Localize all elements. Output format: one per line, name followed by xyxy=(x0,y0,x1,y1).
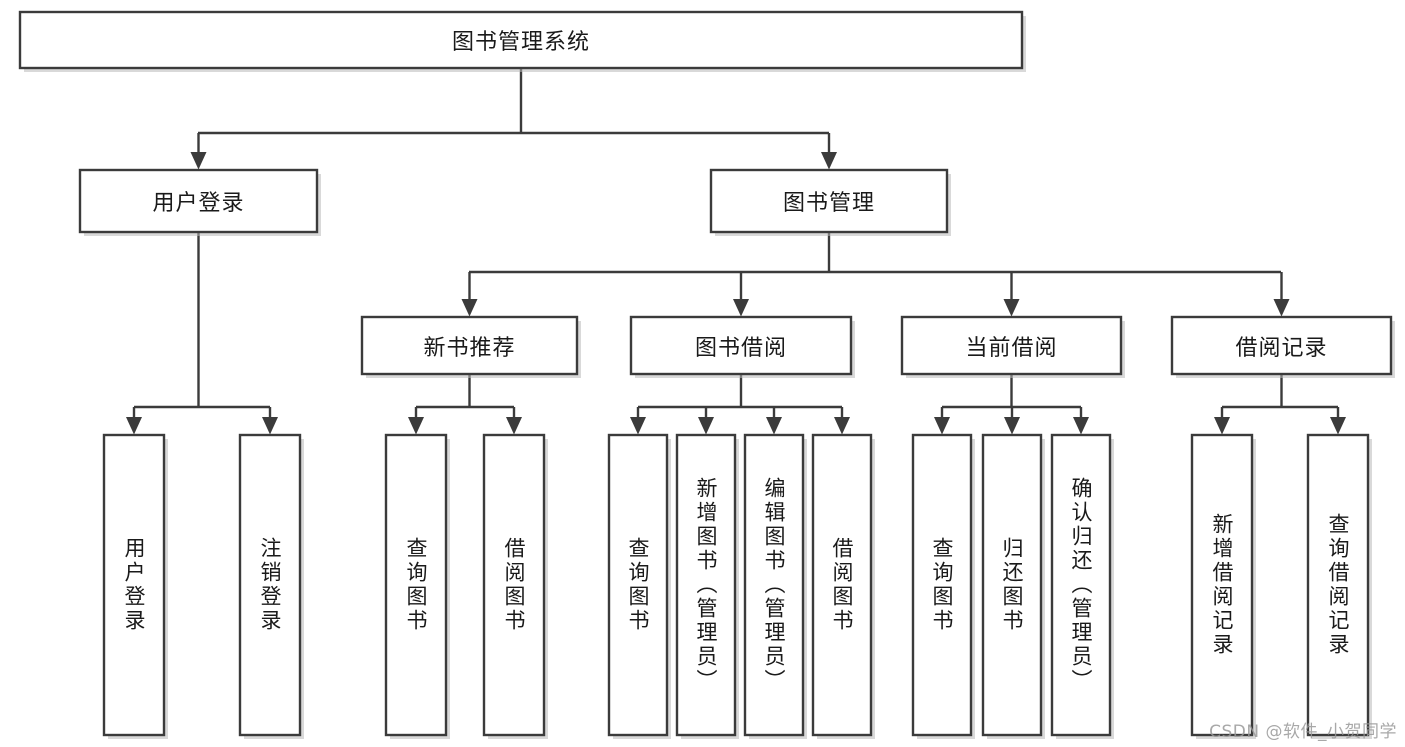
node-box-l3-rec-1[interactable] xyxy=(1190,433,1254,737)
node-box-l2-newbook[interactable] xyxy=(360,315,579,376)
arrow-head-l2-newbook xyxy=(461,299,478,317)
node-box-l1-login[interactable] xyxy=(78,168,319,234)
node-box-l3-login-1[interactable] xyxy=(102,433,166,737)
arrow-head-l3-bor-4 xyxy=(834,417,850,435)
node-box-l2-record[interactable] xyxy=(1170,315,1393,376)
arrow-head-l1-login xyxy=(190,152,207,170)
arrow-head-l3-new-2 xyxy=(506,417,522,435)
node-box-l3-bor-2[interactable] xyxy=(675,433,737,737)
arrow-head-l3-bor-3 xyxy=(766,417,782,435)
node-box-l2-current[interactable] xyxy=(900,315,1123,376)
arrow-head-l2-record xyxy=(1273,299,1290,317)
node-box-l3-rec-2[interactable] xyxy=(1306,433,1370,737)
arrow-head-l2-current xyxy=(1003,299,1020,317)
arrow-head-l3-login-1 xyxy=(126,417,142,435)
node-box-l3-cur-1[interactable] xyxy=(911,433,973,737)
arrow-head-l3-rec-2 xyxy=(1330,417,1346,435)
arrow-head-l1-book xyxy=(821,152,837,170)
watermark: CSDN @软件_小贺同学 xyxy=(1209,722,1397,742)
node-box-l3-bor-1[interactable] xyxy=(607,433,669,737)
arrow-head-l2-borrow xyxy=(733,299,749,317)
arrow-head-l3-cur-2 xyxy=(1004,417,1020,435)
arrow-head-l3-bor-1 xyxy=(630,417,646,435)
node-box-l3-bor-4[interactable] xyxy=(811,433,873,737)
node-box-l3-login-2[interactable] xyxy=(238,433,302,737)
node-boxes-layer xyxy=(18,10,1393,737)
node-box-l2-borrow[interactable] xyxy=(629,315,853,376)
arrow-head-l3-new-1 xyxy=(408,417,424,435)
node-box-root[interactable] xyxy=(18,10,1024,70)
node-box-l1-book[interactable] xyxy=(709,168,949,234)
node-box-l3-cur-2[interactable] xyxy=(981,433,1043,737)
node-box-l3-bor-3[interactable] xyxy=(743,433,805,737)
arrow-head-l3-rec-1 xyxy=(1214,417,1230,435)
node-box-l3-new-2[interactable] xyxy=(482,433,546,737)
arrow-head-l3-login-2 xyxy=(262,417,278,435)
node-box-l3-cur-3[interactable] xyxy=(1050,433,1112,737)
arrow-head-l3-cur-1 xyxy=(934,417,950,435)
node-box-l3-new-1[interactable] xyxy=(384,433,448,737)
arrow-head-l3-cur-3 xyxy=(1073,417,1089,435)
arrow-head-l3-bor-2 xyxy=(698,417,714,435)
edges-layer xyxy=(126,68,1346,435)
